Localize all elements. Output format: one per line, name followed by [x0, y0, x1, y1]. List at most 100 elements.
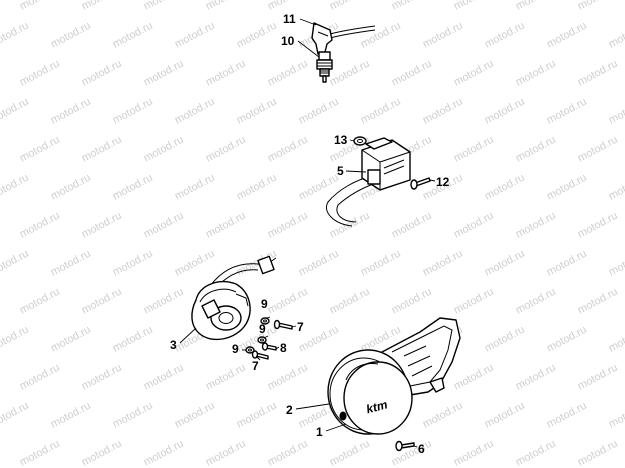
watermark-text: motod.ru: [142, 438, 186, 468]
watermark-text: motod.ru: [18, 286, 62, 317]
watermark-text: motod.ru: [80, 362, 124, 393]
watermark-text: motod.ru: [18, 438, 62, 468]
callout-2: 2: [286, 403, 293, 417]
watermark-text: motod.ru: [235, 172, 279, 203]
watermark-text: motod.ru: [452, 362, 496, 393]
callout-7b: 7: [252, 359, 259, 373]
watermark-text: motod.ru: [359, 20, 403, 51]
callout-6: 6: [418, 442, 425, 456]
watermark-text: motod.ru: [173, 248, 217, 279]
watermark-text: motod.ru: [266, 362, 310, 393]
watermark-text: motod.ru: [390, 286, 434, 317]
watermark-text: motod.ru: [421, 20, 465, 51]
watermark-text: motod.ru: [421, 400, 465, 431]
watermark-text: motod.ru: [111, 96, 155, 127]
hv-cable: [329, 25, 376, 35]
watermark-text: motod.ru: [452, 58, 496, 89]
watermark-text: motod.ru: [545, 96, 589, 127]
watermark-text: motod.ru: [49, 400, 93, 431]
watermark-text: motod.ru: [266, 210, 310, 241]
callout-1: 1: [316, 425, 323, 439]
watermark-text: motod.ru: [142, 0, 186, 13]
callout-5: 5: [337, 164, 344, 178]
callout-13: 13: [334, 133, 348, 147]
watermark-text: motod.ru: [111, 324, 155, 355]
watermark-text: motod.ru: [49, 96, 93, 127]
callout-8: 8: [280, 341, 287, 355]
watermark-text: motod.ru: [0, 248, 31, 279]
watermark-text: motod.ru: [142, 286, 186, 317]
watermark-text: motod.ru: [452, 0, 496, 13]
watermark-text: motod.ru: [111, 248, 155, 279]
watermark-text: motod.ru: [142, 362, 186, 393]
watermark-text: motod.ru: [328, 0, 372, 13]
watermark-text: motod.ru: [576, 438, 620, 468]
watermark-text: motod.ru: [173, 400, 217, 431]
watermark-text: motod.ru: [111, 20, 155, 51]
ignition-cover: ktm: [327, 317, 461, 435]
callout-12: 12: [436, 175, 450, 189]
watermark-text: motod.ru: [514, 362, 558, 393]
watermark-text: motod.ru: [297, 172, 341, 203]
watermark-text: motod.ru: [452, 134, 496, 165]
watermark-text: motod.ru: [390, 210, 434, 241]
watermark-text: motod.ru: [49, 324, 93, 355]
watermark-text: motod.ru: [173, 96, 217, 127]
watermark-text: motod.ru: [359, 248, 403, 279]
watermark-text: motod.ru: [297, 96, 341, 127]
watermark-text: motod.ru: [204, 438, 248, 468]
cover-bolt: [395, 440, 415, 452]
watermark-text: motod.ru: [576, 134, 620, 165]
watermark-text: motod.ru: [390, 0, 434, 13]
watermark-text: motod.ru: [514, 438, 558, 468]
watermark-text: motod.ru: [576, 286, 620, 317]
callout-labels: 11 10 13 5 12 9 7 9 3 9 8 7 2 1 6: [170, 12, 450, 456]
watermark-text: motod.ru: [235, 400, 279, 431]
watermark-text: motod.ru: [545, 172, 589, 203]
watermark-text: motod.ru: [0, 172, 31, 203]
watermark-text: motod.ru: [111, 172, 155, 203]
watermark-text: motod.ru: [204, 58, 248, 89]
watermark-text: motod.ru: [49, 248, 93, 279]
watermark-text: motod.ru: [328, 438, 372, 468]
watermark-text: motod.ru: [328, 58, 372, 89]
spark-plug: [316, 51, 333, 83]
watermark-text: motod.ru: [607, 324, 625, 355]
watermark-text: motod.ru: [607, 400, 625, 431]
watermark-text: motod.ru: [576, 0, 620, 13]
watermark-text: motod.ru: [390, 58, 434, 89]
watermark-text: motod.ru: [266, 286, 310, 317]
cover-logo: ktm: [365, 397, 390, 416]
watermark-text: motod.ru: [142, 210, 186, 241]
watermark-text: motod.ru: [545, 400, 589, 431]
watermark-text: motod.ru: [0, 400, 31, 431]
watermark-text: motod.ru: [576, 210, 620, 241]
watermark-text: motod.ru: [328, 210, 372, 241]
watermark-text: motod.ru: [173, 20, 217, 51]
callout-7a: 7: [297, 320, 304, 334]
watermark-text: motod.ru: [80, 286, 124, 317]
callout-9a: 9: [261, 297, 268, 311]
washer-9b: [257, 336, 267, 344]
watermark-text: motod.ru: [607, 20, 625, 51]
coil-cable: [326, 175, 373, 227]
watermark-text: motod.ru: [80, 58, 124, 89]
watermark-text: motod.ru: [576, 58, 620, 89]
watermark-text: motod.ru: [452, 438, 496, 468]
watermark-text: motod.ru: [359, 96, 403, 127]
watermark-text: motod.ru: [18, 0, 62, 13]
coil-bolt: [410, 177, 431, 190]
callout-11: 11: [283, 12, 296, 26]
watermark-text: motod.ru: [545, 324, 589, 355]
watermark-text: motod.ru: [545, 20, 589, 51]
watermark-text: motod.ru: [483, 96, 527, 127]
watermark-text: motod.ru: [204, 210, 248, 241]
watermark-text: motod.ru: [328, 286, 372, 317]
watermark-text: motod.ru: [607, 172, 625, 203]
watermark-text: motod.ru: [545, 248, 589, 279]
watermark-text: motod.ru: [235, 20, 279, 51]
watermark-text: motod.ru: [607, 248, 625, 279]
watermark-text: motod.ru: [266, 58, 310, 89]
